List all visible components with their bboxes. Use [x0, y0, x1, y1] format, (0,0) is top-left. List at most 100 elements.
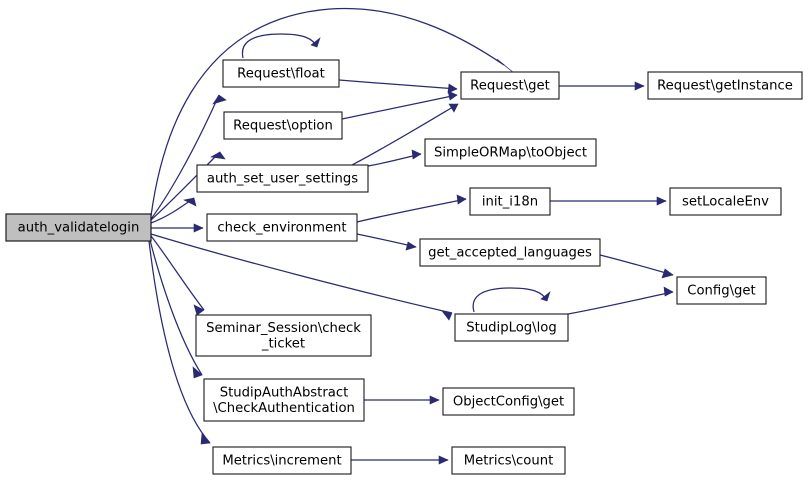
arrowhead-icon	[448, 103, 459, 113]
edge-line	[150, 94, 220, 220]
arrowhead-icon	[193, 223, 204, 233]
node-box[interactable]	[206, 213, 358, 242]
arrowhead-icon	[429, 395, 440, 405]
arrowhead-icon	[447, 90, 458, 101]
call-edge-request_get-to-request_getinstance	[559, 81, 645, 91]
graph-node-objectconfig_get[interactable]: ObjectConfig\get	[442, 387, 575, 416]
node-label: init_i18n	[482, 195, 538, 210]
arrowhead-icon	[447, 83, 458, 94]
edge-line	[150, 151, 221, 221]
arrowhead-icon	[212, 94, 227, 105]
graph-node-seminar_session_check_ticket[interactable]: Seminar_Session\check_ticket	[195, 314, 372, 357]
arrowhead-icon	[200, 432, 211, 445]
graph-node-metrics_count[interactable]: Metrics\count	[451, 446, 566, 475]
edge-line	[567, 291, 674, 315]
graph-node-request_float[interactable]: Request\float	[222, 59, 340, 88]
graph-node-metrics_increment[interactable]: Metrics\increment	[212, 446, 352, 475]
arrowhead-icon	[438, 455, 449, 465]
node-box[interactable]	[669, 187, 782, 216]
call-edge-auth_set_user_settings-to-request_get	[351, 103, 459, 166]
graph-node-studiplog_log[interactable]: StudipLog\log	[454, 313, 569, 342]
graph-node-config_get[interactable]: Config\get	[676, 276, 767, 305]
call-edge-auth_validatelogin-to-seminar_session_check_ticket	[150, 235, 205, 316]
call-edge-auth_validatelogin-to-request_float	[150, 94, 227, 220]
node-box[interactable]	[460, 71, 560, 100]
arrowhead-icon	[656, 196, 667, 206]
graph-node-request_option[interactable]: Request\option	[223, 111, 343, 140]
node-label: Config\get	[687, 284, 755, 299]
node-box[interactable]	[223, 111, 343, 140]
node-label: ObjectConfig\get	[453, 395, 564, 410]
call-edge-studipauthabstract_checkauthentication-to-objectconfig_get	[364, 395, 440, 405]
node-label: Metrics\increment	[222, 454, 341, 469]
node-box[interactable]	[647, 71, 803, 100]
node-box[interactable]	[222, 59, 340, 88]
node-box[interactable]	[5, 213, 152, 242]
node-label: Request\float	[237, 67, 325, 82]
edge-line	[472, 287, 548, 313]
node-label: setLocaleEnv	[682, 195, 769, 210]
node-label: Request\option	[233, 119, 333, 134]
node-box[interactable]	[419, 238, 601, 267]
arrowhead-icon	[663, 286, 674, 297]
node-label: Request\getInstance	[657, 79, 793, 94]
call-edge-auth_validatelogin-to-studiplog_log	[150, 233, 453, 321]
arrowhead-icon	[661, 268, 674, 279]
arrowhead-icon	[411, 149, 422, 160]
node-label: get_accepted_languages	[428, 246, 592, 261]
call-edge-request_float-to-request_get	[338, 79, 458, 94]
node-layer: auth_validatelogin Request\floatRequest\o…	[5, 59, 803, 475]
node-box[interactable]	[212, 446, 352, 475]
graph-node-check_environment[interactable]: check_environment	[206, 213, 358, 242]
call-edge-auth_validatelogin-to-request_option	[150, 151, 226, 221]
arrowhead-icon	[405, 241, 417, 251]
graph-node-auth_validatelogin[interactable]: auth_validatelogin	[5, 213, 152, 242]
call-edge-get_accepted_languages-to-config_get	[599, 254, 674, 279]
edge-line	[149, 239, 203, 376]
call-edge-request_option-to-request_get	[341, 90, 458, 120]
graph-node-studipauthabstract_checkauthentication[interactable]: StudipAuthAbstract\CheckAuthentication	[203, 378, 365, 422]
edge-line	[148, 240, 211, 444]
arrowhead-icon	[441, 310, 453, 321]
arrowhead-icon	[193, 304, 205, 316]
graph-node-setlocaleenv[interactable]: setLocaleEnv	[669, 187, 782, 216]
arrowhead-icon	[456, 194, 467, 205]
graph-node-request_getinstance[interactable]: Request\getInstance	[647, 71, 803, 100]
edge-line	[150, 7, 505, 217]
call-edge-auth_validatelogin-to-request_get	[150, 7, 515, 217]
edge-line	[599, 254, 674, 276]
node-box[interactable]	[469, 187, 551, 216]
graph-node-simpleormap_toobject[interactable]: SimpleORMap\toObject	[424, 138, 597, 167]
arrowhead-icon	[183, 197, 197, 207]
node-box[interactable]	[195, 314, 372, 357]
node-label: auth_validatelogin	[18, 221, 140, 236]
edge-line	[341, 94, 458, 120]
call-edge-studiplog_log-to-studiplog_log	[472, 287, 551, 313]
node-box[interactable]	[196, 164, 369, 193]
graph-node-request_get[interactable]: Request\get	[460, 71, 560, 100]
node-box[interactable]	[424, 138, 597, 167]
edge-layer	[148, 7, 674, 465]
arrowhead-icon	[540, 291, 551, 302]
call-edge-request_float-to-request_float	[241, 33, 321, 59]
node-label: check_environment	[217, 221, 346, 236]
edge-line	[241, 33, 318, 59]
node-box[interactable]	[203, 378, 365, 422]
call-edge-metrics_increment-to-metrics_count	[351, 455, 449, 465]
call-edge-check_environment-to-get_accepted_languages	[356, 233, 417, 251]
node-label: Metrics\count	[464, 454, 554, 469]
node-label: Request\get	[470, 79, 550, 94]
call-edge-studiplog_log-to-config_get	[567, 286, 674, 315]
call-edge-auth_set_user_settings-to-simpleormap_toobject	[367, 149, 422, 167]
node-label: StudipLog\log	[466, 321, 556, 336]
node-box[interactable]	[451, 446, 566, 475]
graph-node-init_i18n[interactable]: init_i18n	[469, 187, 551, 216]
graph-node-auth_set_user_settings[interactable]: auth_set_user_settings	[196, 164, 369, 193]
edge-line	[351, 103, 459, 166]
graph-node-get_accepted_languages[interactable]: get_accepted_languages	[419, 238, 601, 267]
node-box[interactable]	[676, 276, 767, 305]
arrowhead-icon	[192, 366, 203, 379]
node-box[interactable]	[454, 313, 569, 342]
node-box[interactable]	[442, 387, 575, 416]
